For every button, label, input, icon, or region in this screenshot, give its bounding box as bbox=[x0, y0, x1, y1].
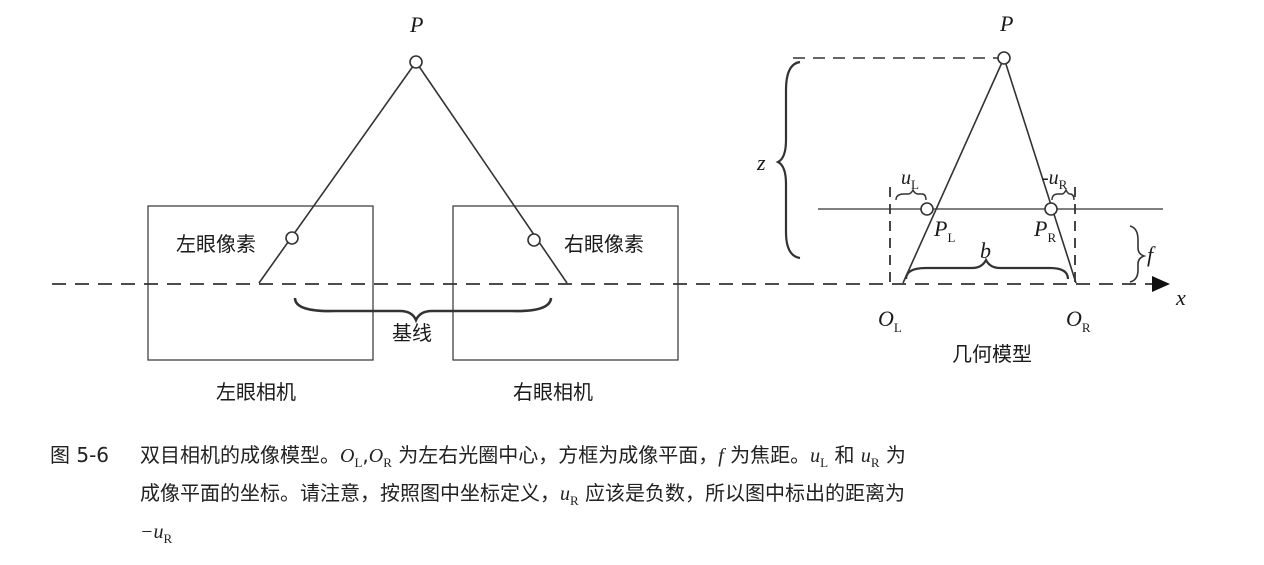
left-diagram-labels: P 左眼像素 右眼像素 基线 左眼相机 右眼相机 bbox=[176, 12, 644, 404]
left-pixel-marker bbox=[285, 231, 299, 245]
right-pixel-marker bbox=[527, 233, 541, 247]
right-ray-geom bbox=[1003, 57, 1077, 284]
uR-label: -uR bbox=[1042, 167, 1068, 192]
pr-label: PR bbox=[1033, 216, 1056, 245]
figure-number: 图 5-6 bbox=[50, 443, 110, 467]
right-diagram bbox=[775, 51, 1163, 284]
right-ray bbox=[415, 61, 568, 284]
f-label: f bbox=[1147, 242, 1156, 267]
or-label: OR bbox=[1066, 306, 1091, 335]
f-brace bbox=[1129, 225, 1147, 283]
uR-brace bbox=[1051, 188, 1075, 201]
geometry-model-title: 几何模型 bbox=[952, 342, 1032, 366]
baseline-label: 基线 bbox=[392, 321, 432, 345]
x-axis-arrowhead bbox=[1152, 276, 1170, 292]
pl-label: PL bbox=[933, 216, 955, 245]
b-brace bbox=[904, 257, 1070, 280]
left-camera-box bbox=[147, 205, 374, 361]
baseline-brace bbox=[293, 297, 553, 324]
pr-marker bbox=[1044, 202, 1058, 216]
stereo-camera-diagram: P 左眼像素 右眼像素 基线 左眼相机 右眼相机 bbox=[52, 11, 1186, 404]
point-p-label: P bbox=[409, 12, 423, 37]
point-p-geom-label: P bbox=[999, 11, 1013, 36]
pl-marker bbox=[920, 202, 934, 216]
left-pixel-label: 左眼像素 bbox=[176, 232, 256, 256]
left-camera-label: 左眼相机 bbox=[216, 380, 296, 404]
x-axis bbox=[800, 276, 1170, 292]
point-p-geom-marker bbox=[997, 51, 1011, 65]
right-diagram-labels: P z f b x uL -uR PL PR OL OR 几何模型 bbox=[756, 11, 1186, 366]
right-camera-box bbox=[452, 205, 679, 361]
uL-brace bbox=[895, 188, 927, 201]
point-p-marker bbox=[409, 55, 423, 69]
caption-body: 双目相机的成像模型。OL,OR 为左右光圈中心，方框为成像平面，f 为焦距。uL… bbox=[140, 443, 906, 546]
ol-label: OL bbox=[878, 306, 902, 335]
z-label: z bbox=[756, 150, 766, 175]
right-camera-label: 右眼相机 bbox=[513, 380, 593, 404]
left-ray bbox=[258, 61, 417, 284]
x-label: x bbox=[1175, 285, 1186, 310]
uL-label: uL bbox=[901, 167, 919, 192]
figure-caption: 图 5-6 双目相机的成像模型。OL,OR 为左右光圈中心，方框为成像平面，f 为… bbox=[50, 440, 1245, 554]
z-brace bbox=[775, 60, 801, 260]
right-pixel-label: 右眼像素 bbox=[564, 232, 644, 256]
b-label: b bbox=[980, 238, 991, 263]
left-ray-geom bbox=[902, 57, 1005, 284]
left-diagram bbox=[52, 55, 800, 361]
